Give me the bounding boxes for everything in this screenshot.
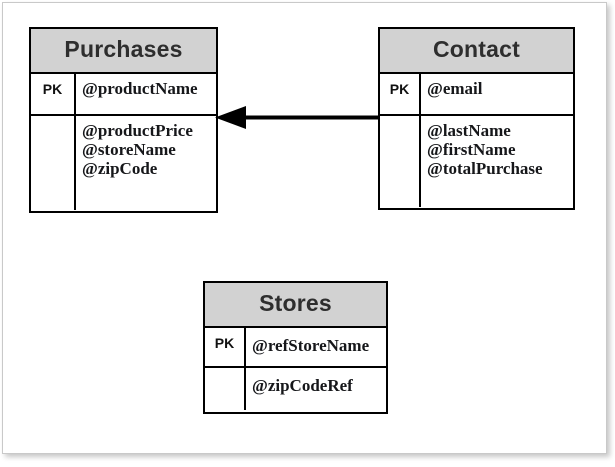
attribute-item: @zipCodeRef — [252, 376, 353, 395]
entity-contact-pk-label: PK — [380, 74, 421, 114]
entity-purchases-pk-label: PK — [31, 74, 76, 114]
entity-stores-pk-label: PK — [205, 328, 246, 366]
relationship-arrow-contact-to-purchases[interactable] — [213, 106, 378, 130]
entity-purchases-attributes: @productPrice @storeName @zipCode — [76, 116, 216, 210]
entity-contact-title: Contact — [380, 29, 573, 74]
entity-stores-key-spacer — [205, 368, 246, 410]
entity-stores[interactable]: Stores PK @refStoreName @zipCodeRef — [203, 281, 388, 414]
entity-purchases-primary-key: @productName — [82, 79, 198, 98]
attribute-item: @storeName — [82, 140, 176, 160]
entity-contact-pk-row: PK @email — [380, 74, 573, 116]
entity-purchases-pk-row: PK @productName — [31, 74, 216, 116]
entity-stores-title: Stores — [205, 283, 386, 328]
attribute-item: @totalPurchase — [427, 159, 543, 179]
entity-purchases-key-spacer — [31, 116, 76, 210]
entity-purchases-attributes-row: @productPrice @storeName @zipCode — [31, 116, 216, 210]
entity-purchases-title: Purchases — [31, 29, 216, 74]
entity-contact-key-spacer — [380, 116, 421, 207]
entity-stores-attributes: @zipCodeRef — [246, 368, 386, 410]
entity-contact[interactable]: Contact PK @email @lastName @firstName @… — [378, 27, 575, 210]
attribute-item: @zipCode — [82, 159, 158, 179]
entity-contact-attributes-row: @lastName @firstName @totalPurchase — [380, 116, 573, 207]
entity-stores-attributes-row: @zipCodeRef — [205, 368, 386, 410]
attribute-item: @firstName — [427, 140, 516, 160]
arrowhead-icon — [215, 106, 246, 129]
entity-contact-attributes: @lastName @firstName @totalPurchase — [421, 116, 573, 207]
attribute-item: @lastName — [427, 121, 511, 140]
canvas-frame: Purchases PK @productName @productPrice … — [2, 2, 607, 454]
entity-stores-primary-key: @refStoreName — [252, 336, 370, 355]
entity-purchases[interactable]: Purchases PK @productName @productPrice … — [29, 27, 218, 213]
entity-stores-pk-row: PK @refStoreName — [205, 328, 386, 368]
attribute-item: @productPrice — [82, 121, 193, 140]
entity-contact-primary-key: @email — [427, 79, 483, 98]
